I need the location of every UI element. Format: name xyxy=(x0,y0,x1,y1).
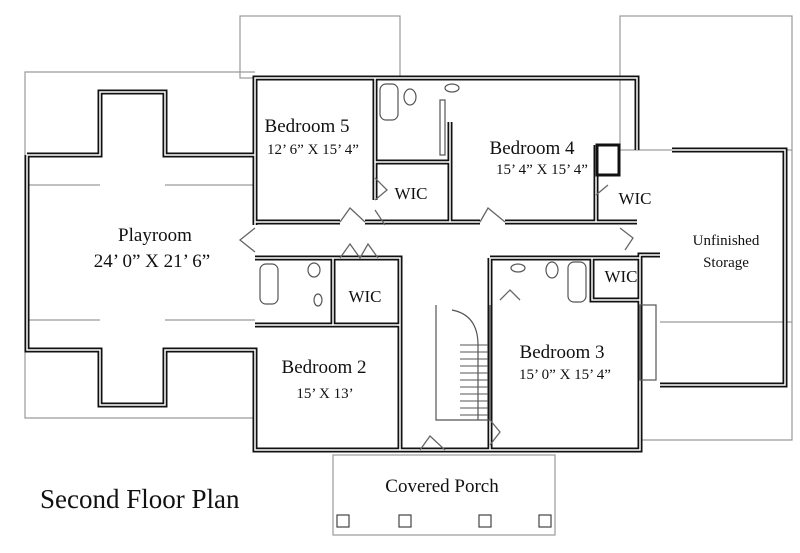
shower-icon xyxy=(639,304,657,381)
wic-label: WIC xyxy=(604,267,638,286)
bedroom5-dims: 12’ 6” X 15’ 4” xyxy=(267,142,359,158)
wic-label: WIC xyxy=(618,189,652,208)
wic-label: WIC xyxy=(348,287,382,306)
fireplace-icon xyxy=(595,143,621,177)
bedroom4-name: Bedroom 4 xyxy=(489,138,575,159)
plan-title: Second Floor Plan xyxy=(40,484,240,514)
wall-inner-line xyxy=(254,77,638,225)
wall-inner-line xyxy=(660,149,786,386)
sink-icon xyxy=(444,83,460,93)
wall-inner-line xyxy=(27,91,255,156)
wall-inner xyxy=(26,77,786,451)
toilet-icon xyxy=(307,262,321,278)
porch-outline xyxy=(332,454,556,536)
stair-treads xyxy=(460,344,488,416)
playroom-dims: 24’ 0” X 21’ 6” xyxy=(93,251,211,272)
porch-column xyxy=(336,514,350,528)
sink-icon xyxy=(510,263,526,273)
storage-label-line2: Storage xyxy=(703,255,749,271)
bathtub-icon xyxy=(567,261,587,303)
bathtub-icon xyxy=(259,263,279,305)
fixtures xyxy=(259,83,657,421)
bedroom3-dims: 15’ 0” X 15’ 4” xyxy=(519,367,611,383)
porch-label: Covered Porch xyxy=(385,476,499,497)
bathtub-icon xyxy=(379,83,399,121)
bedroom2-name: Bedroom 2 xyxy=(281,357,367,378)
sink-icon xyxy=(313,293,323,307)
porch-column xyxy=(398,514,412,528)
toilet-icon xyxy=(545,261,559,279)
porch-column xyxy=(478,514,492,528)
bedroom4-dims: 15’ 4” X 15’ 4” xyxy=(496,162,588,178)
wall-inner-line xyxy=(255,257,401,450)
wall-inner-line xyxy=(591,258,640,301)
porch-column xyxy=(538,514,552,528)
playroom-name: Playroom xyxy=(118,225,192,246)
bedroom5-name: Bedroom 5 xyxy=(264,116,350,137)
wall-inner-line xyxy=(26,155,660,451)
storage-label-line1: Unfinished xyxy=(692,233,760,249)
sink-icon xyxy=(439,99,446,156)
bedroom2-dims: 15’ X 13’ xyxy=(296,386,354,402)
toilet-icon xyxy=(403,88,417,106)
wic-label: WIC xyxy=(394,184,428,203)
porch-columns xyxy=(336,514,552,528)
stair-curve xyxy=(451,309,479,420)
bedroom3-name: Bedroom 3 xyxy=(519,342,605,363)
door-swings xyxy=(238,177,634,451)
